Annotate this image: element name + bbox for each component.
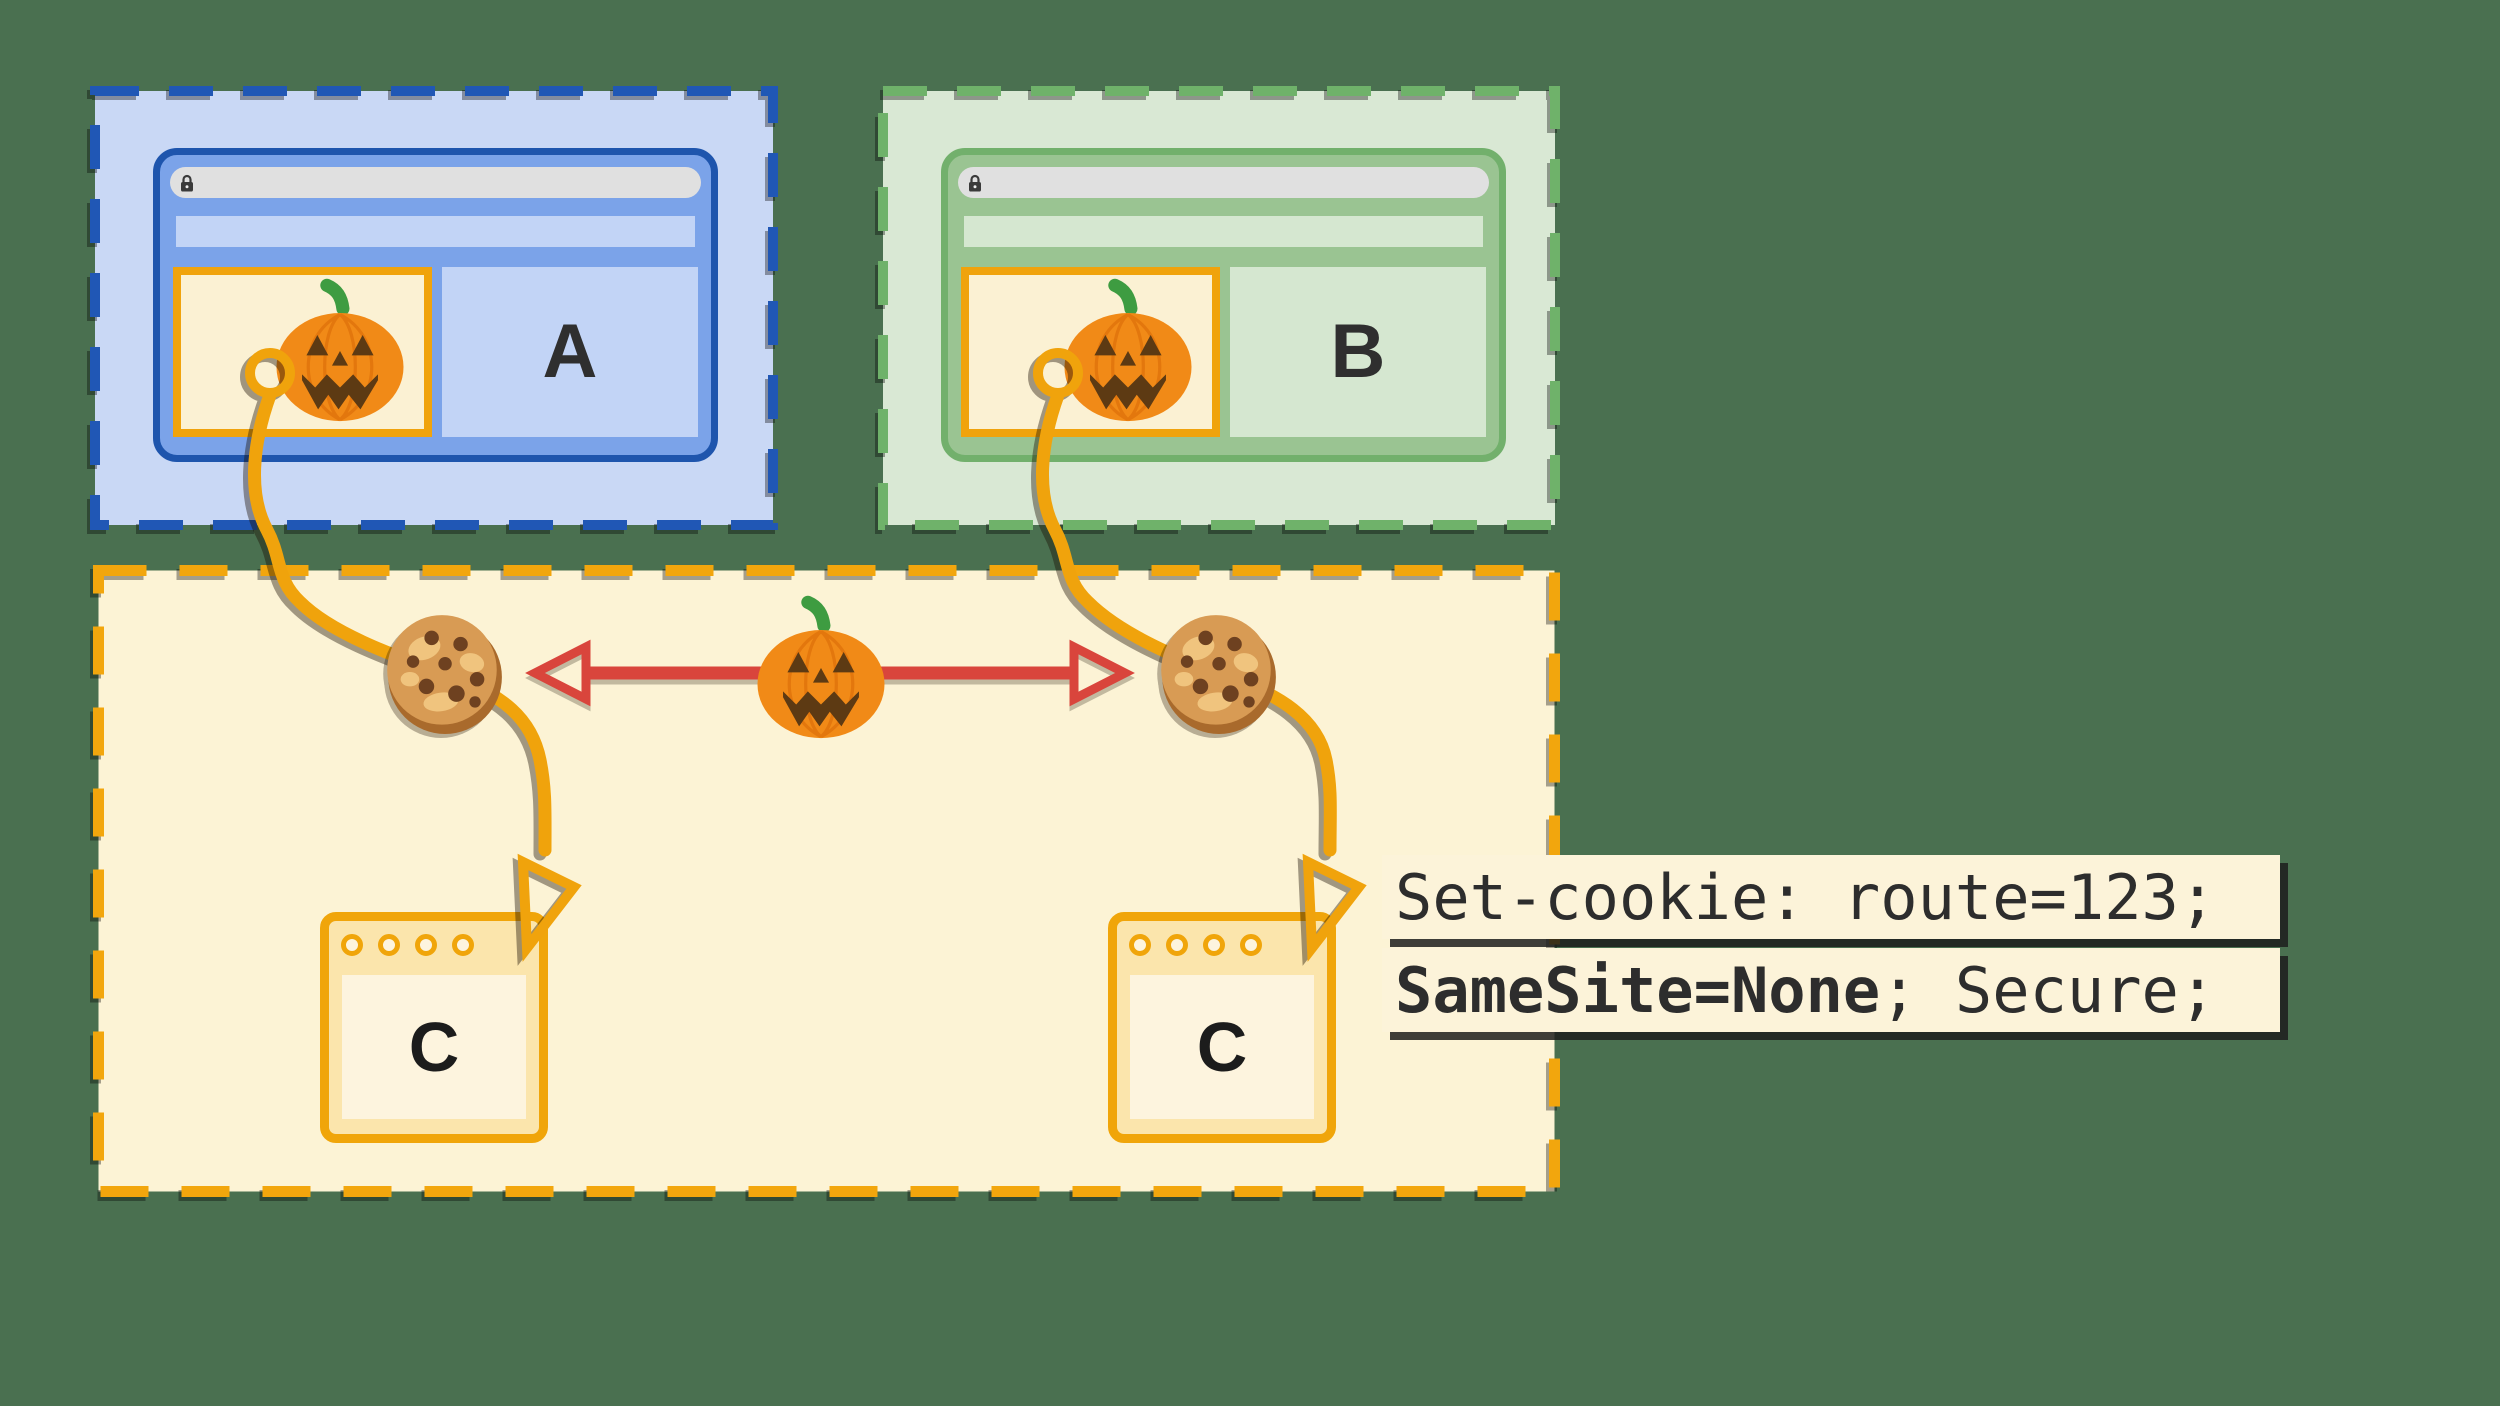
window-dot-icon (452, 934, 474, 956)
set-cookie-header-line1: Set-cookie: route=123; (1382, 855, 2280, 939)
code-line2-secure: ; Secure; (1880, 953, 2217, 1027)
window-dot-icon (415, 934, 437, 956)
lock-icon (968, 174, 982, 192)
window-dot-icon (1166, 934, 1188, 956)
pumpkin-icon (1055, 278, 1201, 424)
third-party-context-boundary (93, 565, 1560, 1197)
window-dot-icon (341, 934, 363, 956)
address-bar (170, 167, 701, 198)
site-a-label: A (542, 309, 598, 394)
page-content-a: A (442, 267, 698, 437)
set-cookie-header-line2: SameSite=None; Secure; (1382, 948, 2280, 1032)
server-content: C (342, 975, 526, 1119)
window-dot-icon (1129, 934, 1151, 956)
address-bar (958, 167, 1489, 198)
window-dot-icon (1203, 934, 1225, 956)
lock-icon (180, 174, 194, 192)
site-b-label: B (1330, 309, 1386, 394)
server-content: C (1130, 975, 1314, 1119)
browser-window-a: A (153, 148, 718, 462)
embedded-iframe-a (173, 267, 432, 437)
server-window-c-right: C (1108, 912, 1336, 1143)
page-header-bar (964, 216, 1483, 247)
server-c-label: C (408, 1008, 460, 1086)
page-content-b: B (1230, 267, 1486, 437)
window-dot-icon (378, 934, 400, 956)
embedded-iframe-b (961, 267, 1220, 437)
server-window-c-left: C (320, 912, 548, 1143)
code-line2-samesite: SameSite=None (1395, 953, 1881, 1027)
browser-window-b: B (941, 148, 1506, 462)
window-dot-icon (1240, 934, 1262, 956)
code-line1: Set-cookie: route=123; (1395, 860, 2217, 934)
pumpkin-icon (267, 278, 413, 424)
server-c-label: C (1196, 1008, 1248, 1086)
page-header-bar (176, 216, 695, 247)
